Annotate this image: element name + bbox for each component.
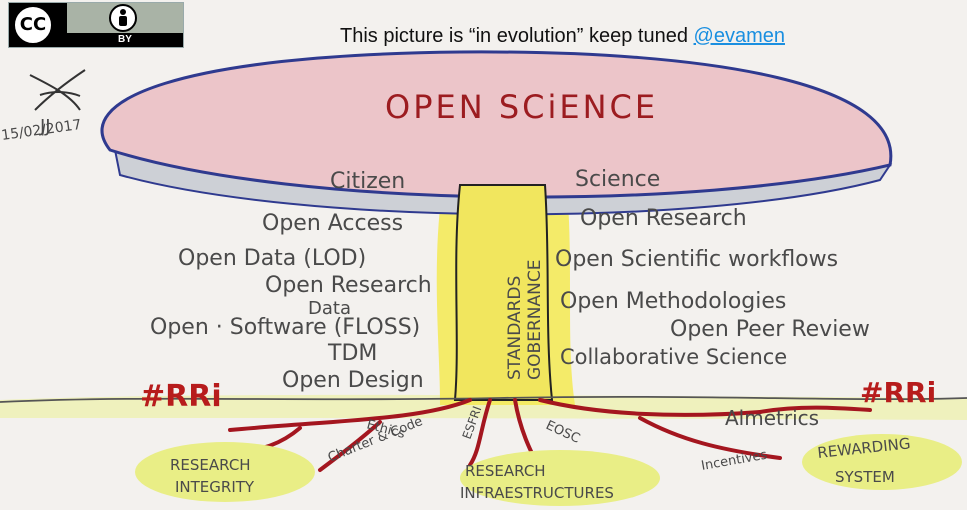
root-center-left	[468, 398, 492, 467]
evolution-banner: This picture is “in evolution” keep tune…	[340, 25, 785, 48]
practice-collaborative-science: Collaborative Science	[560, 345, 787, 369]
rri-tag-left: #RRi	[140, 379, 222, 414]
practice-open-research-right: Open Research	[580, 206, 747, 231]
practice-open-peer-review: Open Peer Review	[670, 317, 870, 342]
practice-research-data: Data	[308, 298, 351, 319]
cap-right-label: Science	[575, 167, 660, 192]
root-right-lower	[638, 416, 782, 460]
foundation-right-line2: SYSTEM	[835, 468, 895, 486]
attribution-person-icon	[109, 4, 137, 32]
cap-left-label: Citizen	[330, 169, 405, 194]
root-right-tip	[758, 405, 872, 414]
author-handle-link[interactable]: @evamen	[693, 25, 785, 47]
signature-initials: JJ	[39, 116, 51, 137]
practice-open-design: Open Design	[282, 368, 424, 393]
mushroom-stem	[453, 184, 554, 401]
person-body	[119, 16, 127, 26]
mushroom-cap	[100, 50, 893, 199]
stem-label-standards: STANDARDS	[505, 276, 525, 380]
foundation-center-line1: RESEARCH	[465, 462, 546, 480]
blob-right	[802, 434, 962, 490]
foundation-left-line1: RESEARCH	[170, 456, 251, 474]
practice-open-access: Open Access	[262, 211, 403, 236]
foundation-left-line2: INTEGRITY	[175, 478, 255, 496]
practice-tdm: TDM	[327, 341, 377, 366]
blob-center	[460, 450, 660, 506]
roots	[228, 398, 872, 472]
ground-line	[0, 395, 967, 403]
by-label: BY	[67, 33, 183, 47]
signature-mark: JJ	[29, 69, 86, 137]
root-label-almetrics: Almetrics	[725, 406, 819, 430]
root-right-main	[538, 398, 762, 417]
root-left-down	[318, 420, 382, 472]
practice-open-software: Open · Software (FLOSS)	[150, 315, 420, 340]
person-head	[120, 9, 126, 15]
rri-tag-right: #RRi	[860, 376, 936, 409]
stem-label-gobernance: GOBERNANCE	[525, 260, 545, 380]
practice-open-data-lod: Open Data (LOD)	[178, 246, 366, 271]
practice-open-research: Open Research	[265, 273, 432, 298]
root-left-main	[228, 398, 472, 432]
foundation-center-line2: INFRAESTRUCTURES	[460, 484, 614, 502]
practice-open-scientific-workflows: Open Scientific workflows	[555, 247, 838, 272]
cc-by-license-badge[interactable]: CC BY	[8, 2, 184, 48]
cc-icon: CC	[13, 5, 53, 45]
banner-text: This picture is “in evolution” keep tune…	[340, 25, 694, 47]
practice-open-methodologies: Open Methodologies	[560, 289, 786, 314]
blob-left	[135, 442, 315, 502]
cap-title: OPEN SCiENCE	[385, 88, 658, 126]
